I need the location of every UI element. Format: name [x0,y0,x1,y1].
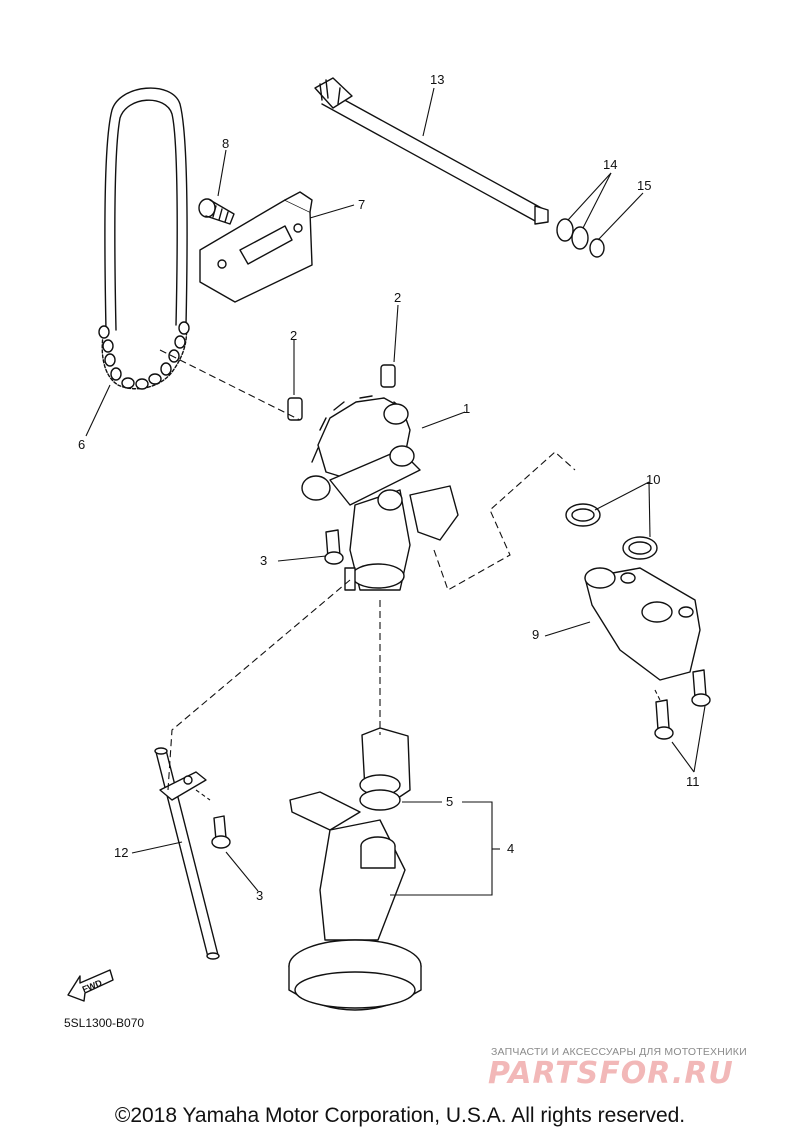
o-ring-part-5 [359,774,401,869]
watermark-subtitle: ЗАПЧАСТИ И АКСЕССУАРЫ ДЛЯ МОТОТЕХНИКИ [491,1046,747,1058]
callout-13: 13 [430,72,444,87]
bolt-part-11b [654,699,674,740]
bolt-part-3a [324,529,344,565]
callout-3a: 3 [260,553,267,568]
bolt-part-8 [198,198,235,225]
chain-part-6 [98,87,190,390]
chain-guide-part-7 [199,191,313,303]
shaft-part-13 [314,77,549,225]
watermark-logo: PARTSFOR.RU [488,1056,734,1091]
gaskets-part-10 [565,503,658,560]
callout-7: 7 [358,197,365,212]
callout-2b: 2 [290,328,297,343]
diagram-code: 5SL1300-B070 [64,1016,145,1030]
fwd-label: FWD [81,977,104,994]
callout-12: 12 [114,845,128,860]
callout-1: 1 [463,401,470,416]
callout-6: 6 [78,437,85,452]
callout-8: 8 [222,136,229,151]
pipe-part-9 [584,567,701,681]
callout-2a: 2 [394,290,401,305]
callout-4: 4 [507,841,514,856]
oil-pump-parts-diagram: 13 8 7 14 15 2 2 1 6 3 10 9 11 5 4 12 3 … [67,72,711,1011]
pipe-part-12 [154,747,220,960]
callout-5: 5 [446,794,453,809]
dowel-pin-part-2b [380,364,396,388]
o-rings-part-14-15 [556,218,605,258]
bolt-part-3b [211,815,231,849]
oil-pump-part-1 [301,395,459,591]
callout-9: 9 [532,627,539,642]
strainer-part-4 [288,727,422,1011]
callout-10: 10 [646,472,660,487]
copyright-notice: ©2018 Yamaha Motor Corporation, U.S.A. A… [114,1104,686,1127]
callout-14: 14 [603,157,617,172]
callout-3b: 3 [256,888,263,903]
bolt-part-11a [691,669,711,707]
callout-labels: 13 8 7 14 15 2 2 1 6 3 10 9 11 5 4 12 3 … [78,72,700,995]
callout-15: 15 [637,178,651,193]
dowel-pin-part-2a [287,397,303,421]
callout-11: 11 [686,774,700,789]
fwd-arrow-icon [67,969,114,1002]
